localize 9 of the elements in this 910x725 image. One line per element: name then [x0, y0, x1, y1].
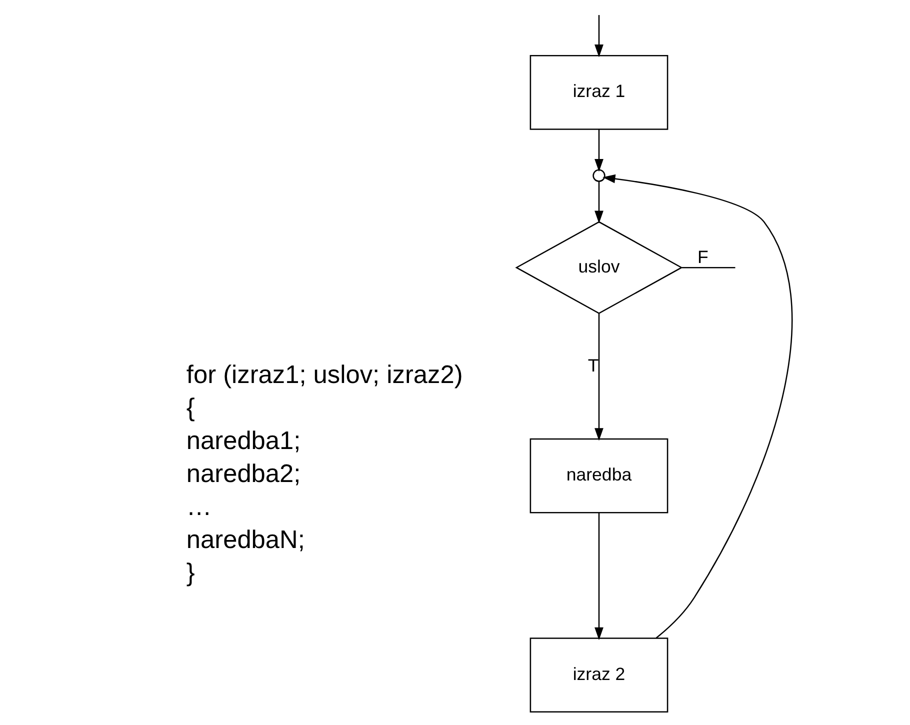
label: naredba1;: [186, 426, 300, 455]
label: …: [186, 492, 212, 521]
edge-label: T: [587, 354, 598, 375]
label: naredbaN;: [186, 526, 304, 554]
label: }: [186, 558, 194, 587]
label: naredba2;: [186, 460, 300, 488]
edge-label: F: [696, 246, 708, 266]
label: {: [186, 394, 194, 422]
label: for (izraz1; uslov; izraz2): [186, 360, 462, 389]
